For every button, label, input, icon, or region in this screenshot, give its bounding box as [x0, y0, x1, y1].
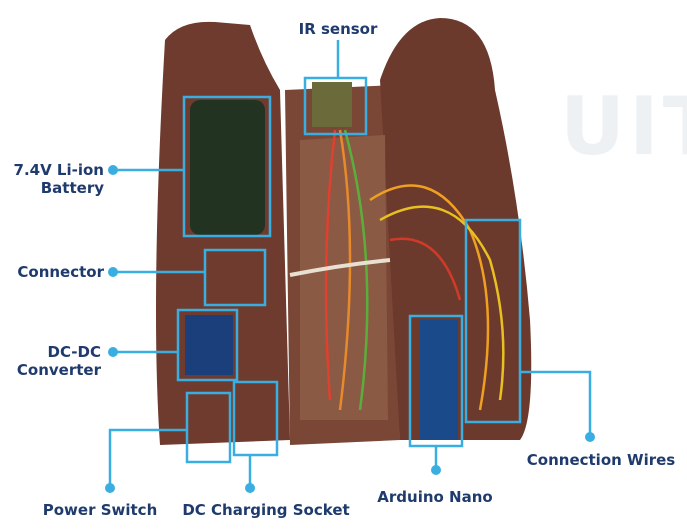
- label-battery-line1: 7.4V Li-ion: [13, 161, 104, 179]
- enclosure-right: [380, 18, 532, 440]
- label-connection-wires: Connection Wires: [526, 451, 676, 469]
- ir-sensor-box: [303, 76, 368, 136]
- label-battery-line2: Battery: [40, 179, 104, 197]
- label-connector: Connector: [17, 263, 104, 281]
- power-switch-box: [185, 391, 232, 464]
- label-ir-sensor: IR sensor: [298, 20, 378, 38]
- wires-box: [464, 218, 522, 424]
- label-power-switch: Power Switch: [42, 501, 158, 519]
- callout-dots: [105, 165, 595, 493]
- ir-sensor-module: [312, 82, 352, 127]
- connector-box: [203, 248, 267, 307]
- label-dcdc: DC-DC Converter: [17, 343, 101, 379]
- battery-box: [182, 95, 272, 238]
- label-dcdc-line2: Converter: [16, 361, 101, 379]
- dcdc-box: [176, 308, 239, 382]
- watermark: UIT: [560, 80, 687, 173]
- arduino-board: [420, 320, 458, 440]
- dcdc-board: [185, 315, 233, 375]
- label-arduino-nano: Arduino Nano: [377, 488, 493, 506]
- label-battery: 7.4V Li-ion Battery: [14, 161, 104, 197]
- wires: [289, 129, 505, 411]
- label-dcdc-line1: DC-DC: [47, 343, 102, 361]
- charging-socket-box: [232, 380, 279, 457]
- battery-pack: [190, 100, 265, 235]
- label-dc-charging-socket: DC Charging Socket: [182, 501, 350, 519]
